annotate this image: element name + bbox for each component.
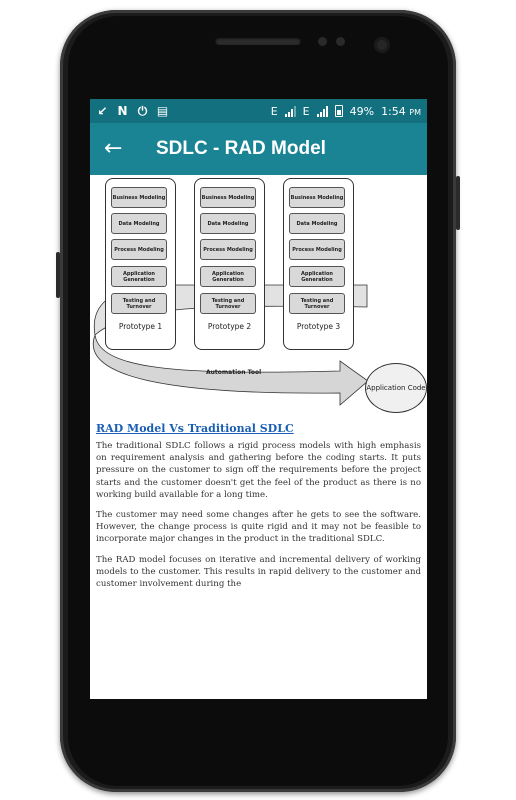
application-code-node: Application Code — [365, 363, 427, 413]
status-bar: ↙ N ⏻ ▤ E E 49% 1:54 PM — [90, 99, 427, 123]
step-box: Data Modeling — [289, 213, 345, 234]
light-sensor — [336, 37, 345, 46]
automation-arrow — [92, 334, 369, 406]
automation-tool-label: Automation Tool — [206, 369, 262, 376]
prototype-label: Prototype 1 — [118, 322, 163, 331]
network-type-label-2: E — [302, 104, 310, 118]
power-button — [56, 252, 60, 298]
signal-icon-2 — [316, 105, 328, 117]
signal-icon — [284, 105, 296, 117]
network-type-label: E — [270, 104, 278, 118]
prototype-2: Business Modeling Data Modeling Process … — [194, 178, 265, 350]
step-box: Data Modeling — [200, 213, 256, 234]
section-heading-link[interactable]: RAD Model Vs Traditional SDLC — [96, 422, 294, 435]
rad-model-diagram: Business Modeling Data Modeling Process … — [90, 175, 427, 415]
paragraph: The customer may need some changes after… — [96, 510, 421, 545]
step-box: Application Generation — [289, 266, 345, 287]
screen: ↙ N ⏻ ▤ E E 49% 1:54 PM ← SDLC - RAD Mod… — [90, 99, 427, 699]
power-icon: ⏻ — [137, 103, 148, 118]
step-box: Business Modeling — [289, 187, 345, 208]
back-arrow-icon[interactable]: ← — [104, 136, 123, 161]
step-box: Process Modeling — [200, 239, 256, 260]
nfc-icon: N — [117, 103, 128, 118]
page-title: SDLC - RAD Model — [156, 138, 326, 159]
volume-button — [456, 176, 460, 230]
proximity-sensor — [318, 37, 327, 46]
clock: 1:54 PM — [381, 104, 421, 118]
step-box: Testing and Turnover — [289, 293, 345, 314]
bottom-blank-area — [90, 647, 427, 699]
step-box: Business Modeling — [111, 187, 167, 208]
missed-call-icon: ↙ — [97, 103, 108, 118]
step-box: Application Generation — [200, 266, 256, 287]
step-box: Application Generation — [111, 266, 167, 287]
step-box: Testing and Turnover — [111, 293, 167, 314]
prototype-label: Prototype 3 — [296, 322, 341, 331]
article: RAD Model Vs Traditional SDLC The tradit… — [90, 422, 427, 598]
earpiece-speaker — [215, 37, 301, 45]
battery-percent: 49% — [349, 104, 375, 118]
paragraph: The RAD model focuses on iterative and i… — [96, 554, 421, 590]
step-box: Process Modeling — [289, 239, 345, 260]
front-camera — [374, 37, 390, 53]
news-icon: ▤ — [156, 103, 169, 118]
battery-icon — [334, 105, 343, 117]
step-box: Process Modeling — [111, 239, 167, 260]
prototype-1: Business Modeling Data Modeling Process … — [105, 178, 176, 350]
paragraph: The traditional SDLC follows a rigid pro… — [96, 441, 421, 500]
step-box: Business Modeling — [200, 187, 256, 208]
prototype-3: Business Modeling Data Modeling Process … — [283, 178, 354, 350]
step-box: Testing and Turnover — [200, 293, 256, 314]
step-box: Data Modeling — [111, 213, 167, 234]
app-bar: ← SDLC - RAD Model — [90, 123, 427, 175]
prototype-label: Prototype 2 — [207, 322, 252, 331]
